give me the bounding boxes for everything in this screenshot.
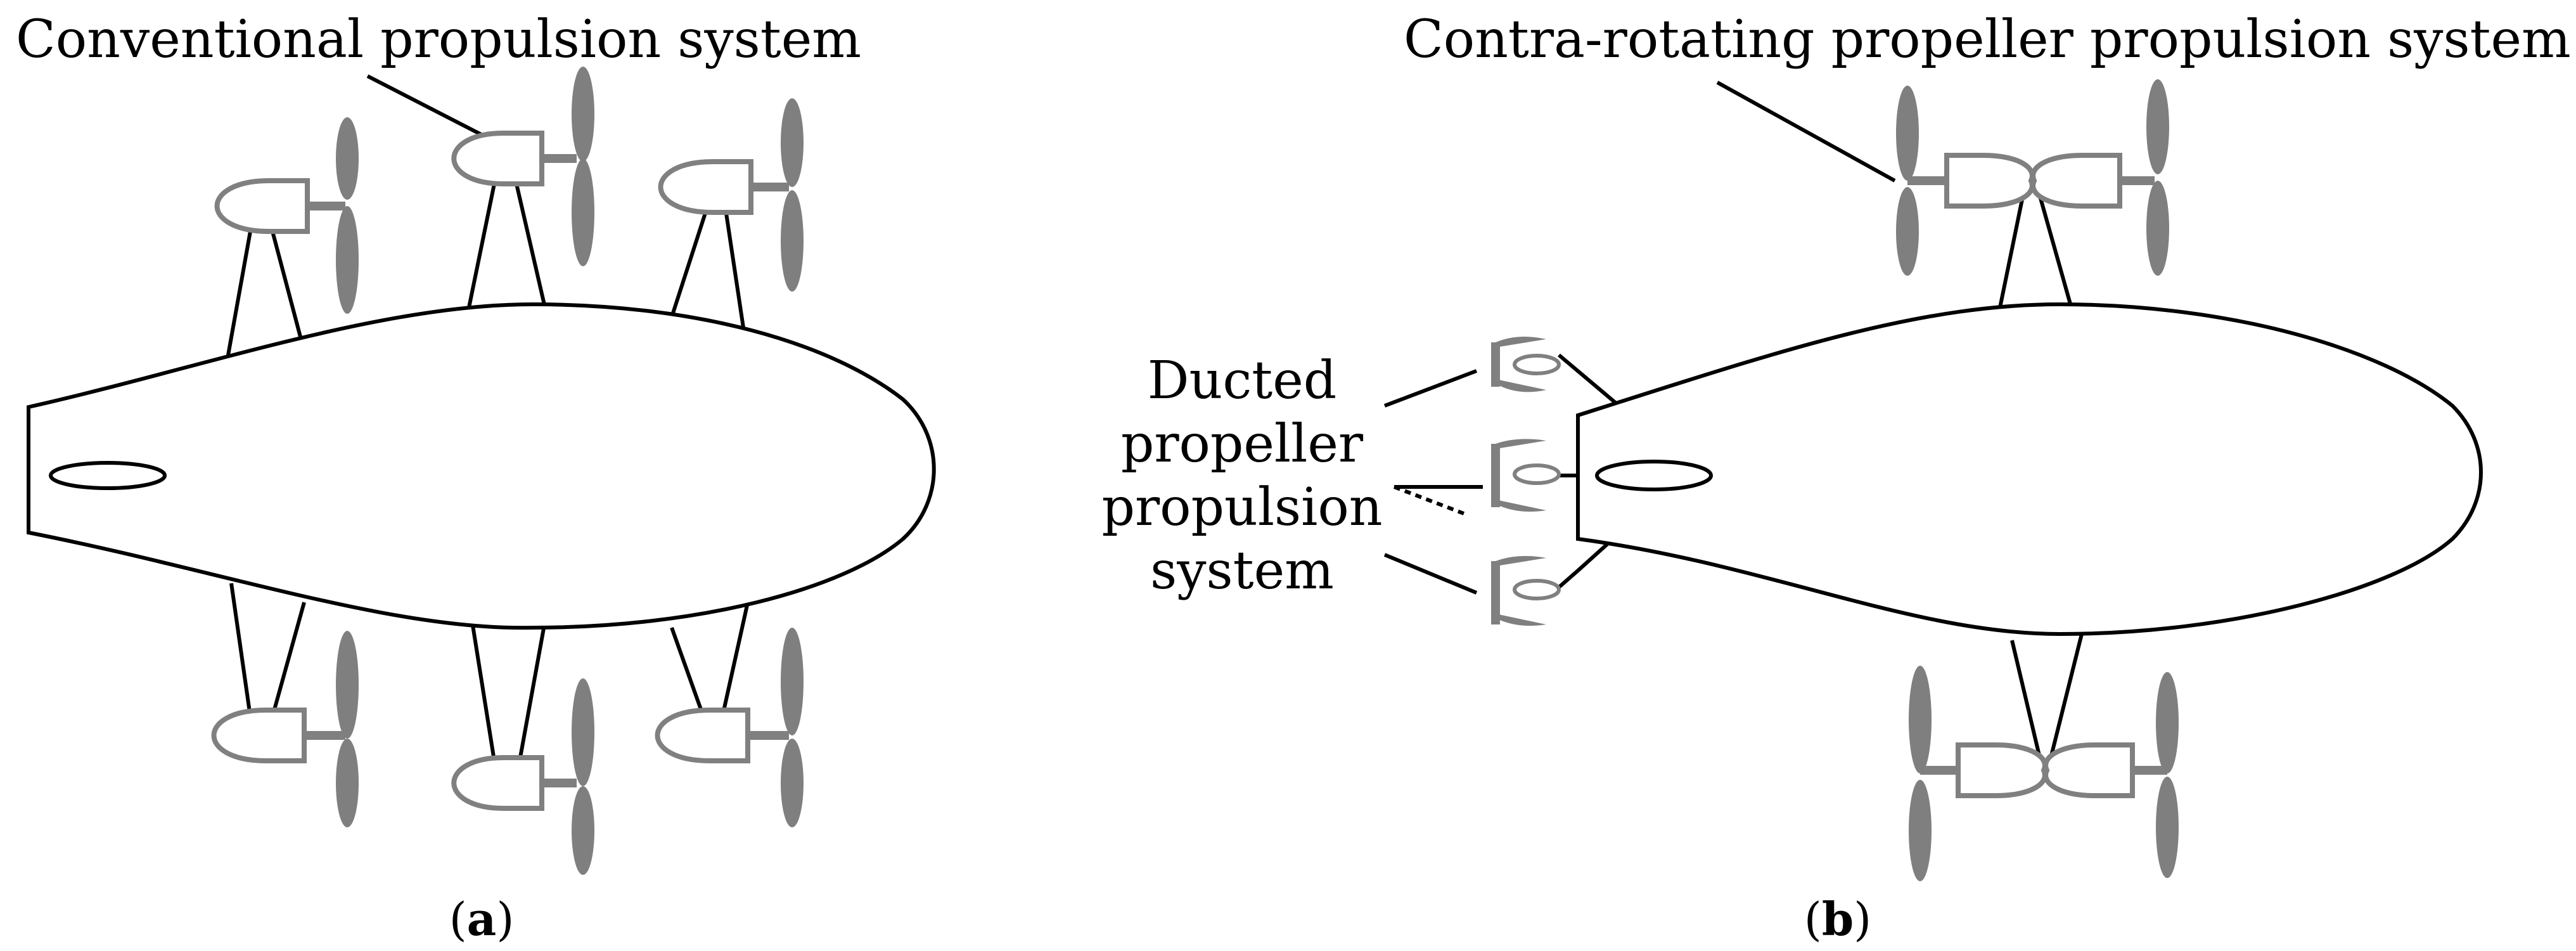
panel-a-title: Conventional propulsion system: [16, 10, 861, 70]
svg-text:propulsion: propulsion: [1101, 477, 1382, 538]
panel-a-leader-line: [366, 74, 486, 138]
panel-b-ducted-propeller-1: [1491, 337, 1561, 392]
panel-a-pod-lower-2: [451, 678, 594, 875]
panel-b-contra-pod-upper: [1896, 79, 2169, 276]
panel-a-pod-upper-2: [451, 67, 594, 266]
panel-a-struts: [226, 183, 750, 761]
panel-b-ducted-propeller-2: [1491, 439, 1561, 512]
panel-a-pod-lower-3: [655, 628, 804, 827]
ducted-leader-dashed: [1393, 485, 1465, 515]
panel-b-gondola: [1595, 460, 1713, 491]
panel-b-contra-pod-lower: [1909, 666, 2179, 881]
panel-b-ducted-propeller-3: [1491, 555, 1561, 626]
svg-text:propeller: propeller: [1121, 414, 1364, 474]
panel-a: Conventional propulsion system: [16, 10, 936, 946]
panel-b-airship-hull: [1576, 302, 2483, 637]
panel-b-title: Contra-rotating propeller propulsion sys…: [1404, 10, 2571, 70]
panel-a-caption: (a): [449, 892, 515, 946]
panel-a-pod-upper-1: [214, 117, 359, 314]
panel-b-caption: (b): [1804, 892, 1872, 946]
panel-a-pod-lower-1: [211, 631, 359, 827]
panel-b-leader-line: [1716, 81, 1896, 183]
panel-b-ducted-label: Ducted propeller propulsion system: [1101, 351, 1382, 601]
ducted-leader-upper: [1383, 369, 1478, 408]
svg-text:system: system: [1150, 541, 1334, 601]
svg-text:Ducted: Ducted: [1148, 351, 1336, 411]
panel-b: Contra-rotating propeller propulsion sys…: [1101, 10, 2570, 946]
panel-a-gondola: [49, 461, 167, 490]
ducted-leader-lower: [1383, 553, 1478, 595]
panel-a-pod-upper-3: [658, 98, 804, 292]
panel-a-airship-hull: [27, 302, 936, 630]
